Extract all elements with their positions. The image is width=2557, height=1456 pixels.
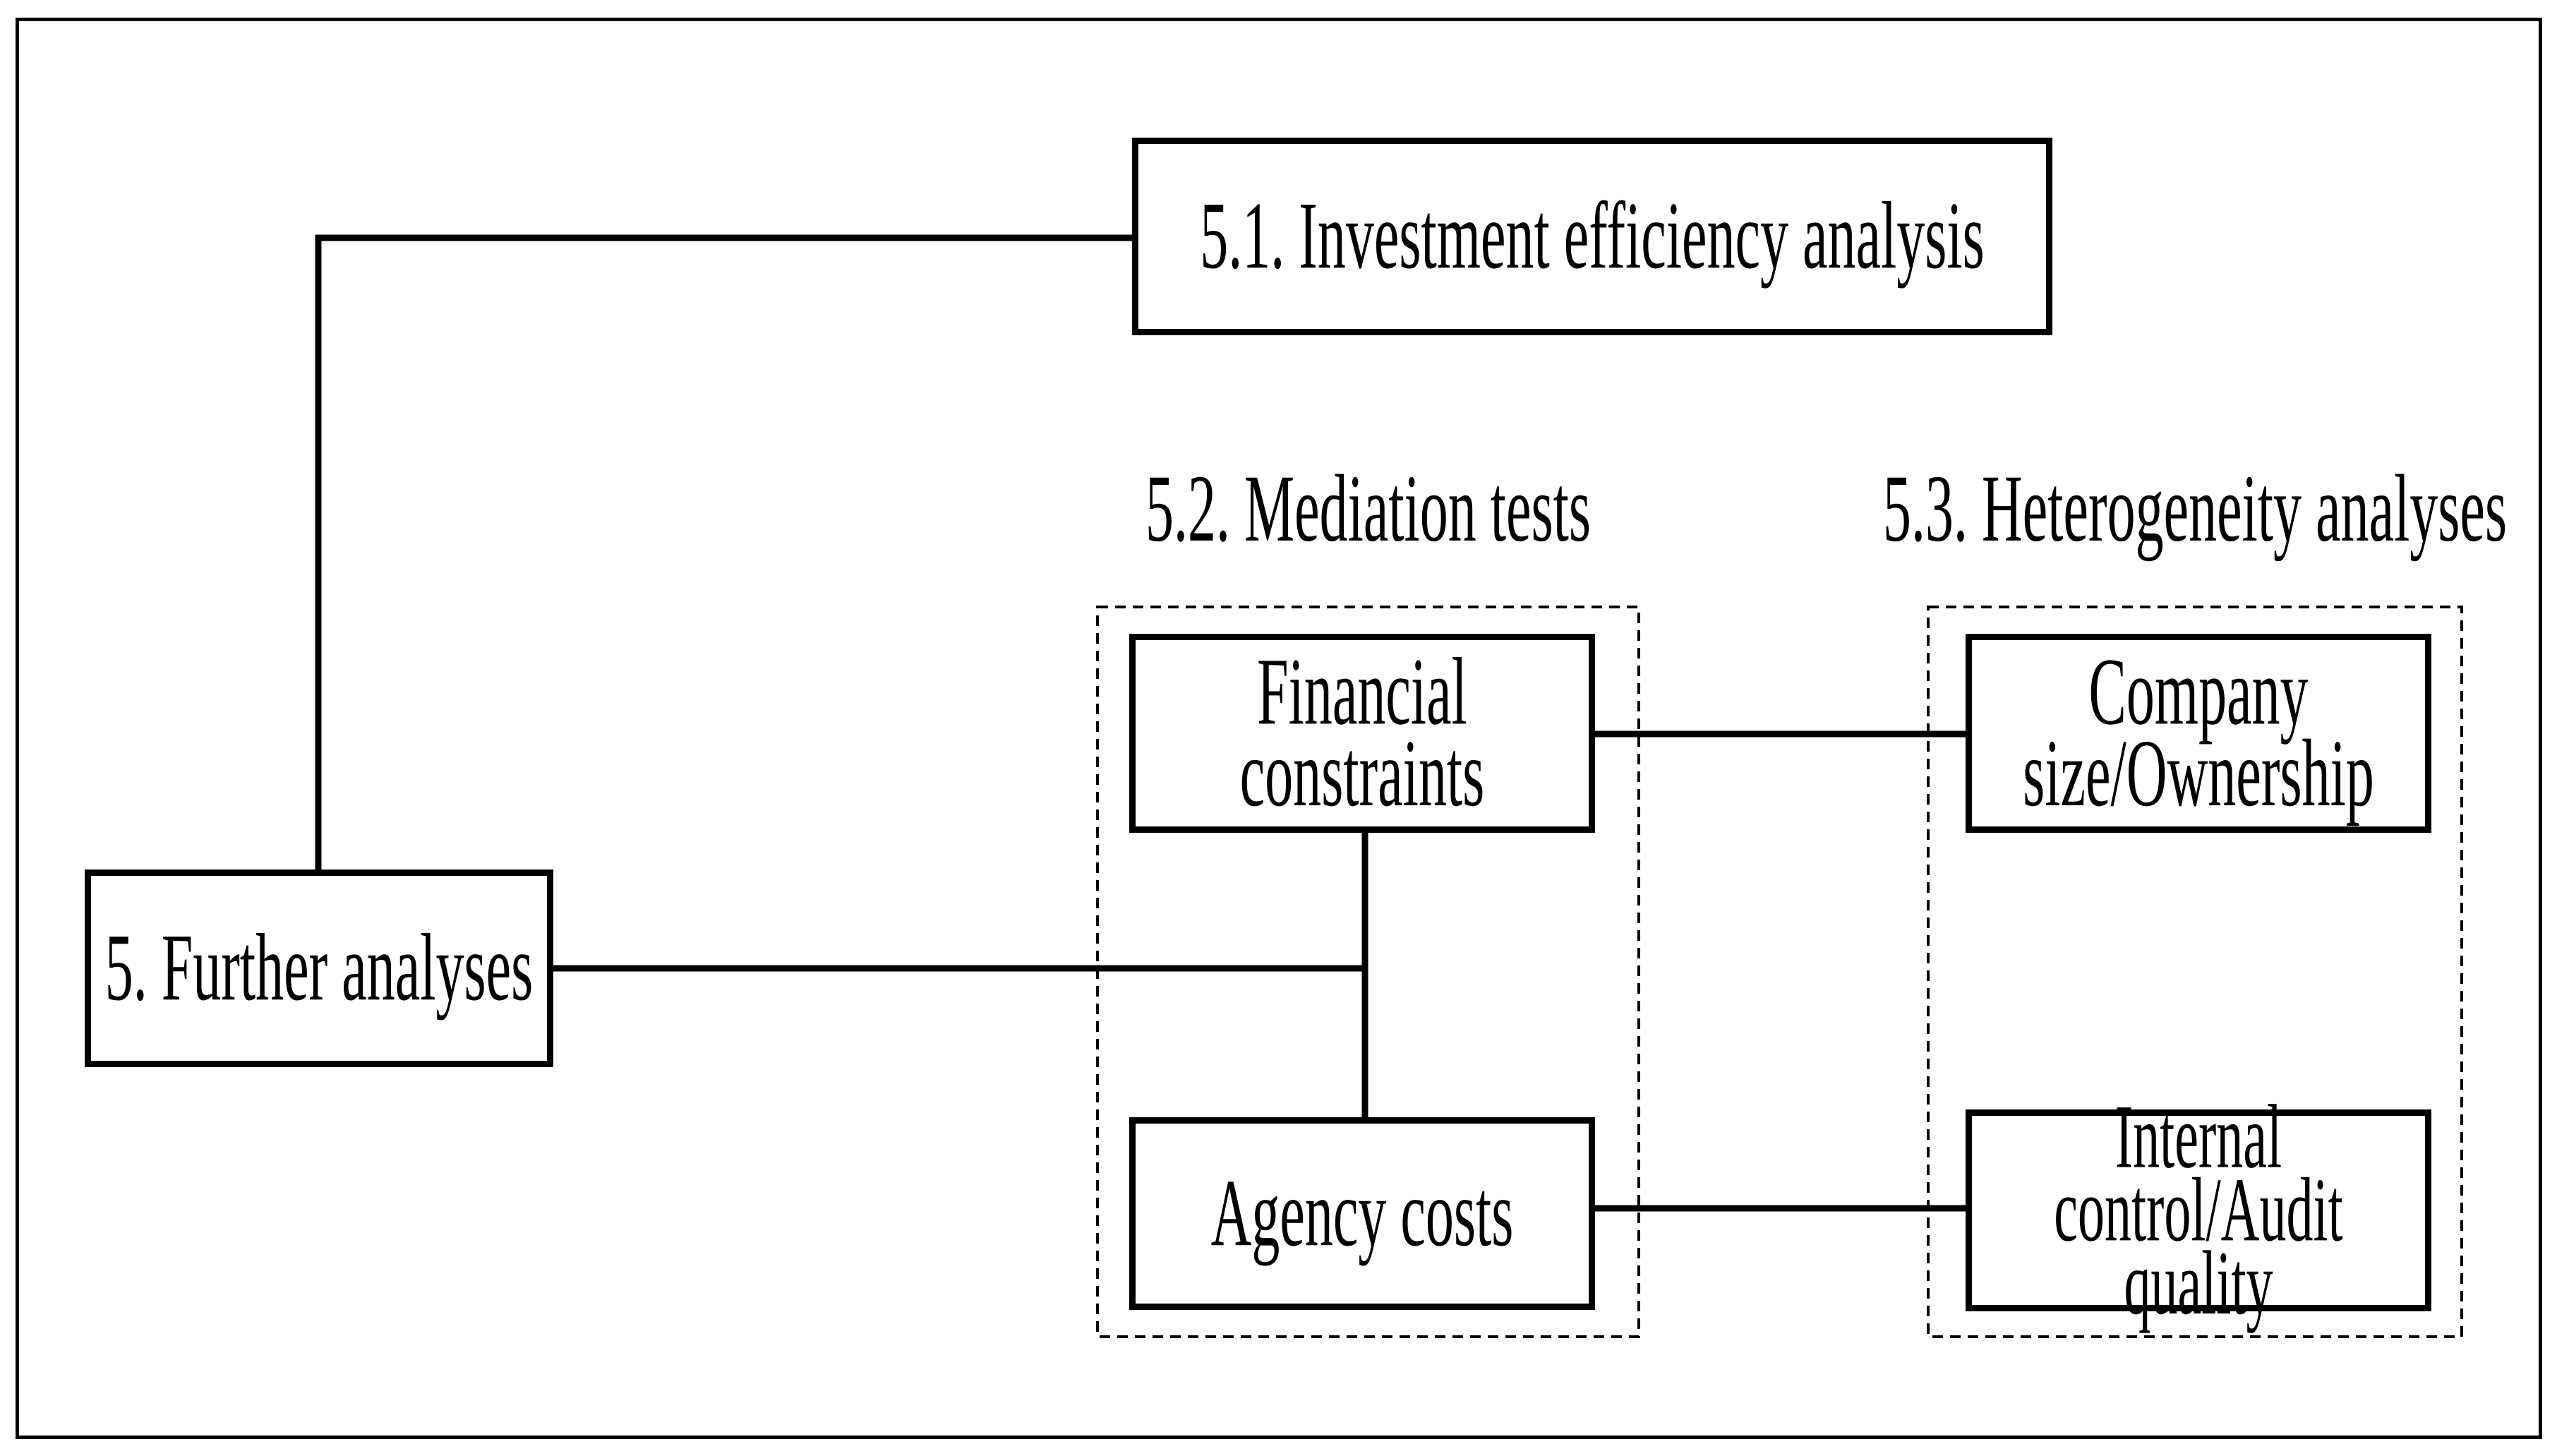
figure-border bbox=[16, 18, 2542, 1439]
mediation-tests-heading: 5.2. Mediation tests bbox=[1145, 456, 1592, 562]
node-investment-efficiency-analysis: 5.1. Investment efficiency analysis bbox=[1132, 138, 2052, 335]
group-label-mediation-tests: 5.2. Mediation tests bbox=[1096, 456, 1640, 562]
node-further-analyses: 5. Further analyses bbox=[85, 870, 553, 1067]
node-label-further-analyses: 5. Further analyses bbox=[104, 915, 534, 1021]
node-label-financial-constraints: Financial constraints bbox=[1239, 639, 1485, 827]
group-label-heterogeneity-analyses: 5.3. Heterogeneity analyses bbox=[1883, 456, 2507, 562]
node-agency-costs: Agency costs bbox=[1129, 1117, 1595, 1310]
node-internal-control-audit-quality: Internal control/Audit quality bbox=[1966, 1091, 2431, 1328]
node-label-company-size-ownership: Company size/Ownership bbox=[2023, 639, 2374, 827]
node-financial-constraints: Financial constraints bbox=[1129, 634, 1595, 833]
mediation-tests-group-outline bbox=[1096, 606, 1640, 1338]
node-company-size-ownership: Company size/Ownership bbox=[1966, 634, 2431, 833]
node-label-internal-control-audit-quality: Internal control/Audit quality bbox=[2054, 1086, 2343, 1334]
heterogeneity-analyses-heading: 5.3. Heterogeneity analyses bbox=[1882, 456, 2508, 562]
node-label-investment-efficiency: 5.1. Investment efficiency analysis bbox=[1200, 183, 1985, 289]
heterogeneity-analyses-group-outline bbox=[1927, 606, 2463, 1338]
connector-further-to-investment bbox=[315, 234, 1132, 870]
node-label-agency-costs: Agency costs bbox=[1210, 1160, 1514, 1267]
